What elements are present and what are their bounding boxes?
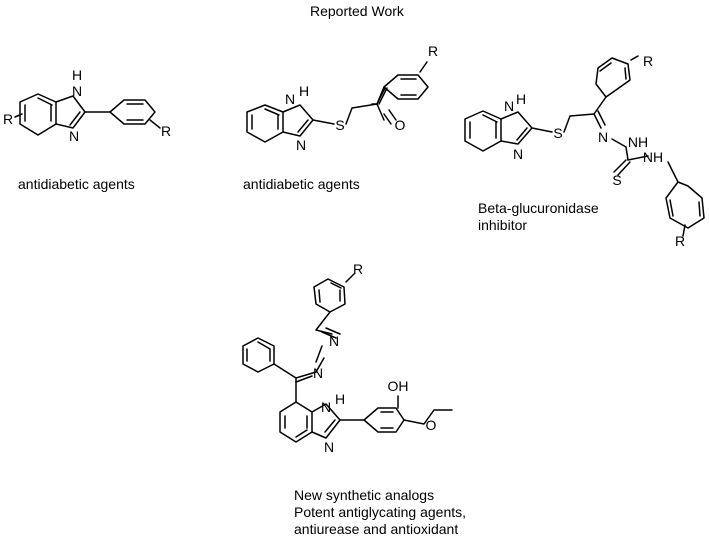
compound-3-atom-nh: NH: [628, 134, 648, 150]
compound-2-atom-s: S: [335, 117, 344, 133]
compound-3-atom-r2: R: [675, 233, 685, 249]
compound-3-atom-n3: N: [598, 129, 608, 145]
compound-2-atom-o: O: [395, 117, 406, 133]
compound-1-atom-r1: R: [3, 111, 13, 127]
compound-1-structure: H N N R R: [3, 67, 171, 144]
caption-line: antiurease and antioxidant: [294, 521, 459, 537]
compound-4-atom-oh: OH: [388, 378, 409, 394]
caption-line: New synthetic analogs: [294, 487, 435, 503]
caption-line: antidiabetic agents: [243, 176, 360, 192]
compound-4-structure: R N N H N N OH O: [242, 261, 453, 455]
compound-1-atom-nh-h: H: [72, 67, 82, 83]
compound-2-atom-h: H: [299, 83, 309, 99]
compound-3-atom-n2: N: [513, 146, 523, 162]
compound-1-atom-n2: N: [69, 128, 79, 144]
compound-3-atom-nh2: NH: [643, 149, 663, 165]
compound-2-atom-n1: N: [285, 91, 295, 107]
compound-3-atom-h: H: [516, 91, 526, 107]
compound-4-atom-n1: N: [329, 333, 339, 349]
scheme-title: Reported Work: [310, 3, 404, 19]
compound-4-atom-n4: N: [324, 439, 334, 455]
compound-1-atom-r2: R: [161, 123, 171, 139]
compound-1-caption: antidiabetic agents: [18, 176, 135, 193]
compound-1-atom-n1: N: [72, 83, 82, 99]
compound-3-atom-s: S: [553, 125, 562, 141]
caption-line: inhibitor: [478, 217, 528, 233]
compound-2-caption: antidiabetic agents: [243, 176, 360, 193]
caption-line: antidiabetic agents: [18, 176, 135, 192]
compound-3-atom-r1: R: [643, 53, 653, 69]
compound-3-caption: Beta-glucuronidase inhibitor: [478, 200, 599, 234]
caption-line: Potent antiglycating agents,: [294, 504, 467, 520]
compound-2-atom-r: R: [428, 43, 438, 59]
compound-4-atom-n3: N: [321, 399, 331, 415]
compound-4-atom-r: R: [353, 261, 363, 277]
compound-4-caption: New synthetic analogs Potent antiglycati…: [294, 487, 466, 538]
compound-4-atom-n2: N: [313, 365, 323, 381]
compound-3-atom-n1: N: [504, 98, 514, 114]
compound-2-atom-n2: N: [296, 137, 306, 153]
compound-3-structure: H N N S N NH S NH R R: [464, 53, 705, 249]
compound-3-atom-s2: S: [612, 172, 621, 188]
compound-4-atom-h: H: [335, 391, 345, 407]
compound-2-structure: H N N S O R: [246, 43, 438, 153]
compound-4-atom-o: O: [426, 417, 437, 433]
caption-line: Beta-glucuronidase: [478, 200, 599, 216]
